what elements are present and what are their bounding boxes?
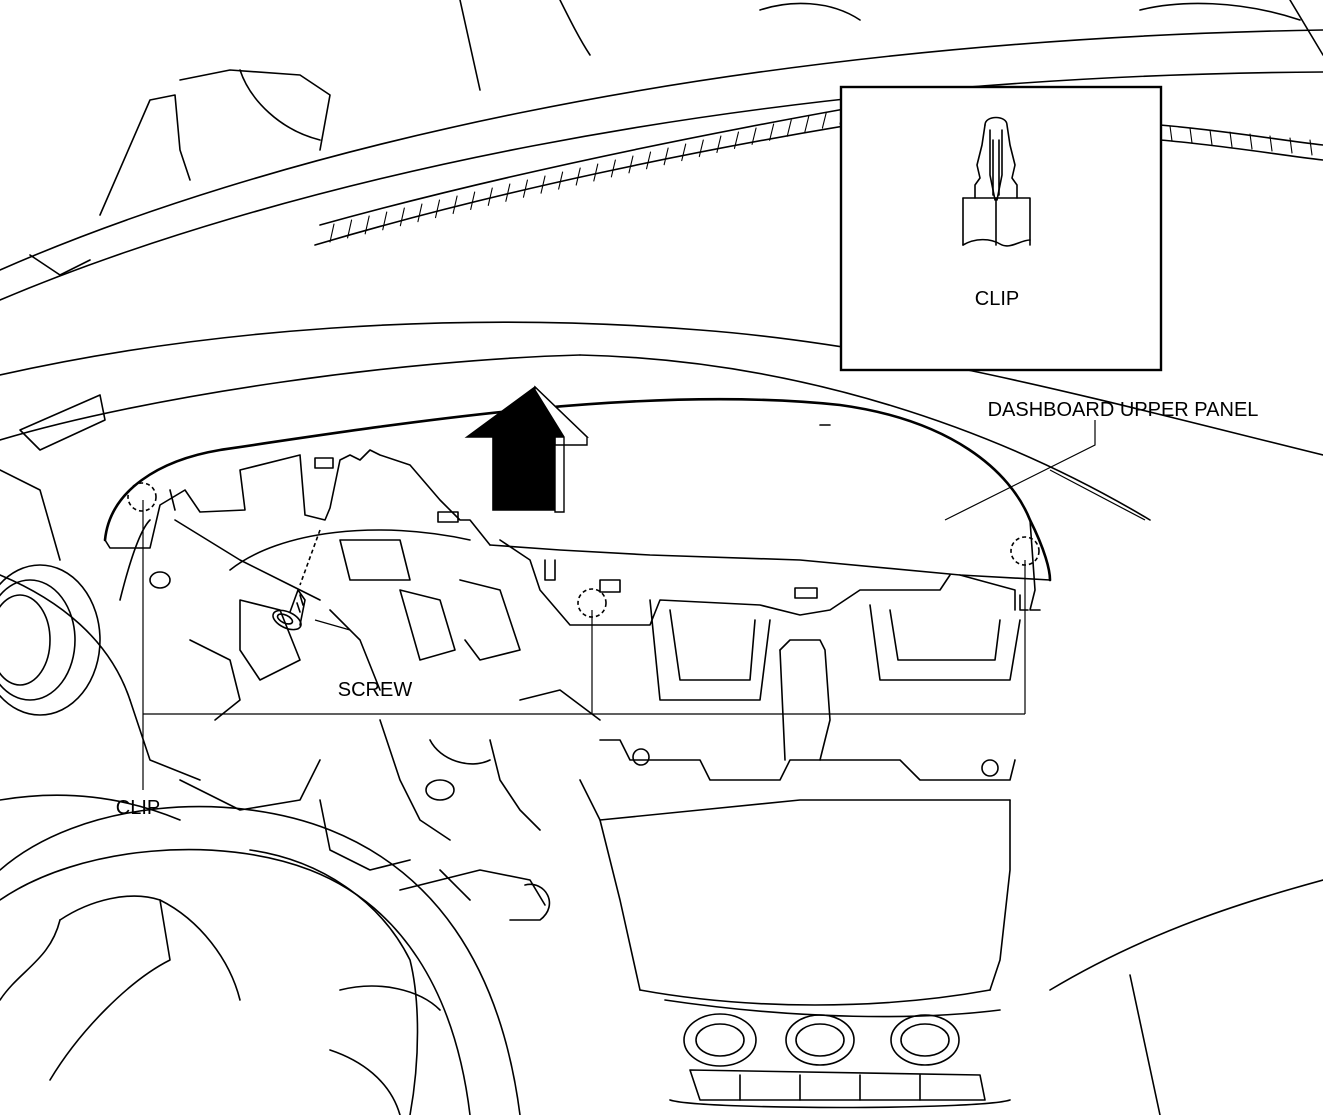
lower-dashboard-structure xyxy=(119,519,601,921)
clip-detail-inset: CLIP xyxy=(839,85,1163,372)
dashboard-body xyxy=(0,321,1323,1115)
center-console xyxy=(579,599,1021,1006)
dashboard-upper-panel xyxy=(103,397,1052,626)
removal-direction-arrow xyxy=(464,385,589,513)
steering-wheel xyxy=(0,805,521,1115)
leader-lines xyxy=(142,420,1146,790)
clip-inset-label: CLIP xyxy=(975,288,1019,310)
clip-icon xyxy=(962,116,1031,247)
screw-label: SCREW xyxy=(338,679,413,701)
screw xyxy=(272,529,321,631)
clip-bottom-label: CLIP xyxy=(116,797,160,819)
windshield-frame xyxy=(0,0,1323,301)
clip-location-left xyxy=(127,482,157,512)
defroster-vent xyxy=(314,107,1323,246)
dashboard-upper-panel-label: DASHBOARD UPPER PANEL xyxy=(988,399,1259,421)
clip-locations xyxy=(127,482,1040,618)
center-vents xyxy=(664,999,1011,1109)
left-air-vent xyxy=(0,564,101,716)
